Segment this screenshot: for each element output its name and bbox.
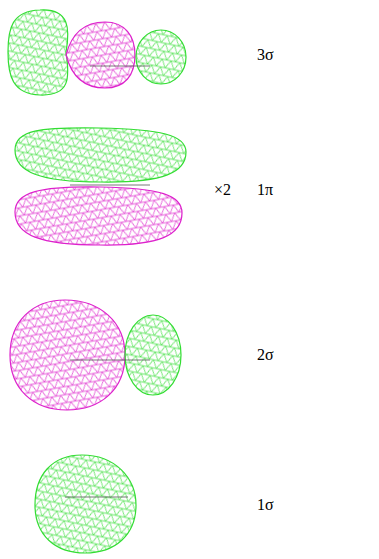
orbital-1sigma xyxy=(35,455,136,553)
orbital-2sigma xyxy=(10,300,181,410)
orbital-label: 1π xyxy=(257,182,273,198)
multiplicity-label: ×2 xyxy=(214,182,231,198)
orbital-label: 1σ xyxy=(257,497,274,513)
orbital-1pi xyxy=(15,128,186,245)
orbital-3sigma xyxy=(8,10,186,95)
orbital-label: 3σ xyxy=(257,47,274,63)
orbital-label: 2σ xyxy=(257,347,274,363)
